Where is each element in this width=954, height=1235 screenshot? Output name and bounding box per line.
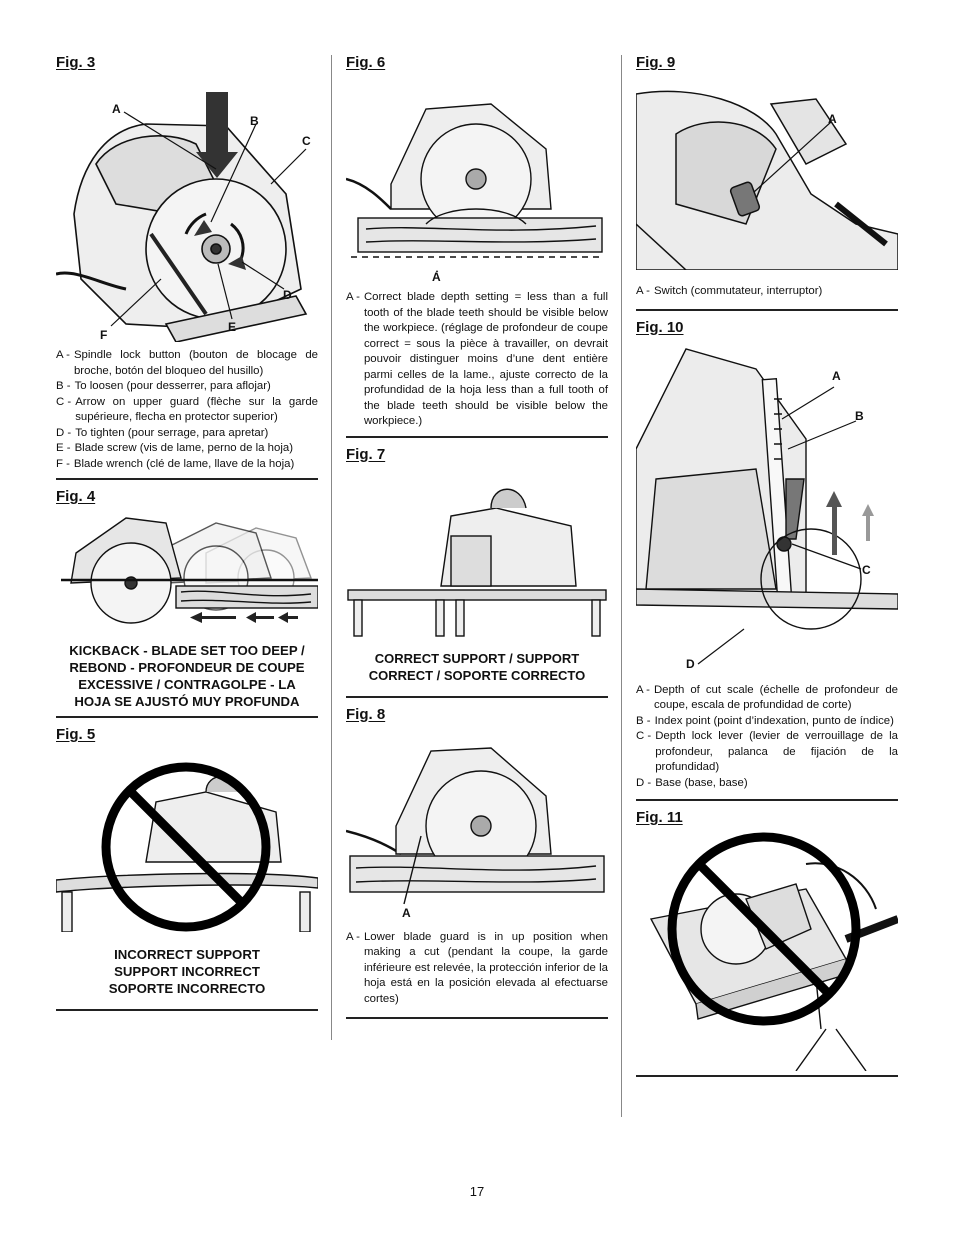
fig3-label-c: C bbox=[302, 134, 311, 148]
fig3-caption-f: F -Blade wrench (clé de lame, llave de l… bbox=[56, 457, 295, 470]
fig5-caption: INCORRECT SUPPORT SUPPORT INCORRECT SOPO… bbox=[108, 947, 266, 996]
fig3-caption-c: C -Arrow on upper guard (flèche sur la g… bbox=[56, 395, 318, 424]
page-number: 17 bbox=[469, 1184, 485, 1199]
fig9-illustration: A bbox=[636, 74, 898, 270]
fig3-captions: A -Spindle lock button (bouton de blocag… bbox=[56, 348, 318, 472]
improper-cut-drawing bbox=[649, 832, 898, 1071]
fig7-illustration bbox=[346, 466, 608, 638]
column-1: Fig. 3 bbox=[56, 52, 318, 1011]
fig5-rule bbox=[56, 1009, 318, 1011]
fig6-illustration: A bbox=[346, 74, 608, 284]
fig6-captions: A -Correct blade depth setting = less th… bbox=[346, 290, 608, 430]
fig4-rule bbox=[56, 716, 318, 718]
fig11-illustration bbox=[636, 829, 898, 1071]
fig7-caption: CORRECT SUPPORT / SUPPORT CORRECT / SOPO… bbox=[368, 650, 586, 683]
fig10-caption-c: C -Depth lock lever (levier de verrouill… bbox=[636, 730, 898, 773]
fig10-label-b: B bbox=[855, 408, 864, 423]
fig6-label-a: A bbox=[432, 270, 441, 284]
fig10-title: Fig. 10 bbox=[636, 318, 684, 336]
fig3-label-e: E bbox=[228, 320, 237, 334]
fig7-section: Fig. 7 CORRECT SUPPORT / SUPPORT CORRECT… bbox=[346, 444, 608, 698]
fig10-captions: A -Depth of cut scale (échelle de profon… bbox=[636, 683, 898, 792]
fig3-caption-e: E -Blade screw (vis de lame, perno de la… bbox=[56, 442, 293, 454]
fig3-label-f: F bbox=[100, 328, 108, 342]
fig3-caption-b: B -To loosen (pour desserrer, para afloj… bbox=[56, 380, 271, 392]
depth-adjustment-drawing bbox=[636, 347, 898, 664]
fig9-caption-a: A -Switch (commutateur, interruptor) bbox=[636, 285, 823, 297]
fig11-title: Fig. 11 bbox=[636, 809, 683, 826]
lower-guard-drawing bbox=[346, 746, 605, 904]
fig4-title: Fig. 4 bbox=[56, 488, 96, 505]
column-divider-right bbox=[621, 55, 622, 1117]
fig3-illustration: A B C D E F bbox=[56, 74, 318, 342]
circular-saw-blade-change-drawing bbox=[56, 92, 308, 342]
fig10-label-c: C bbox=[862, 562, 871, 577]
column-2: Fig. 6 A A -Correct blade depth set bbox=[346, 52, 608, 1019]
fig4-illustration bbox=[56, 508, 318, 632]
fig3-section: Fig. 3 bbox=[56, 52, 318, 480]
column-3: Fig. 9 A A -Switch (commutateur, interru… bbox=[636, 52, 898, 1077]
fig4-caption: KICKBACK - BLADE SET TOO DEEP / REBOND -… bbox=[69, 643, 305, 709]
fig10-caption-b: B -Index point (point d’indexation, punt… bbox=[636, 714, 894, 727]
incorrect-support-drawing bbox=[56, 762, 318, 932]
fig3-label-d: D bbox=[283, 288, 292, 302]
fig7-title: Fig. 7 bbox=[346, 445, 386, 463]
column-divider-left bbox=[331, 55, 332, 1040]
fig9-title: Fig. 9 bbox=[636, 54, 676, 71]
fig10-label-a: A bbox=[832, 368, 841, 383]
fig9-rule bbox=[636, 308, 898, 311]
fig10-label-d: D bbox=[686, 656, 695, 671]
fig6-caption-a: A -Correct blade depth setting = less th… bbox=[346, 291, 608, 427]
correct-support-drawing bbox=[347, 488, 607, 637]
fig3-title: Fig. 3 bbox=[56, 54, 96, 71]
fig8-caption-a: A -Lower blade guard is in up position w… bbox=[346, 930, 608, 1005]
fig10-caption-a: A -Depth of cut scale (échelle de profon… bbox=[636, 683, 898, 712]
fig11-rule bbox=[636, 1075, 898, 1077]
fig10-caption-d: D -Base (base, base) bbox=[636, 776, 748, 789]
fig11-section: Fig. 11 bbox=[636, 807, 898, 1077]
fig6-section: Fig. 6 A A -Correct blade depth set bbox=[346, 52, 608, 438]
fig4-section: Fig. 4 bbox=[56, 486, 318, 718]
fig7-rule bbox=[346, 695, 608, 698]
blade-depth-drawing bbox=[346, 103, 604, 272]
fig6-rule bbox=[346, 435, 608, 438]
fig9-captions: A -Switch (commutateur, interruptor) bbox=[636, 284, 898, 300]
fig5-title: Fig. 5 bbox=[56, 726, 96, 743]
fig8-rule bbox=[346, 1017, 608, 1019]
fig10-rule bbox=[636, 799, 898, 801]
fig3-caption-a: A -Spindle lock button (bouton de blocag… bbox=[56, 349, 318, 377]
kickback-saw-drawing bbox=[61, 517, 318, 624]
fig3-label-b: B bbox=[250, 114, 259, 128]
fig10-illustration: A B C D bbox=[636, 339, 898, 671]
fig8-section: Fig. 8 A A -Lower blade guard is in up p… bbox=[346, 704, 608, 1019]
fig10-section: Fig. 10 bbox=[636, 317, 898, 801]
fig9-section: Fig. 9 A A -Switch (commutateur, interru… bbox=[636, 52, 898, 311]
fig3-caption-d: D -To tighten (pour serrage, para apreta… bbox=[56, 426, 269, 439]
fig9-label-a: A bbox=[828, 112, 837, 126]
fig8-title: Fig. 8 bbox=[346, 705, 386, 723]
switch-drawing bbox=[636, 90, 898, 270]
fig5-illustration bbox=[56, 752, 318, 932]
fig8-illustration: A bbox=[346, 726, 608, 920]
fig6-title: Fig. 6 bbox=[346, 54, 386, 71]
fig3-rule bbox=[56, 478, 318, 480]
fig8-label-a: A bbox=[402, 905, 411, 920]
fig3-label-a: A bbox=[112, 102, 121, 116]
fig5-section: Fig. 5 INCORRECT SUPPORT SUPPORT INCORRE… bbox=[56, 724, 318, 1011]
fig8-captions: A -Lower blade guard is in up position w… bbox=[346, 930, 608, 1008]
